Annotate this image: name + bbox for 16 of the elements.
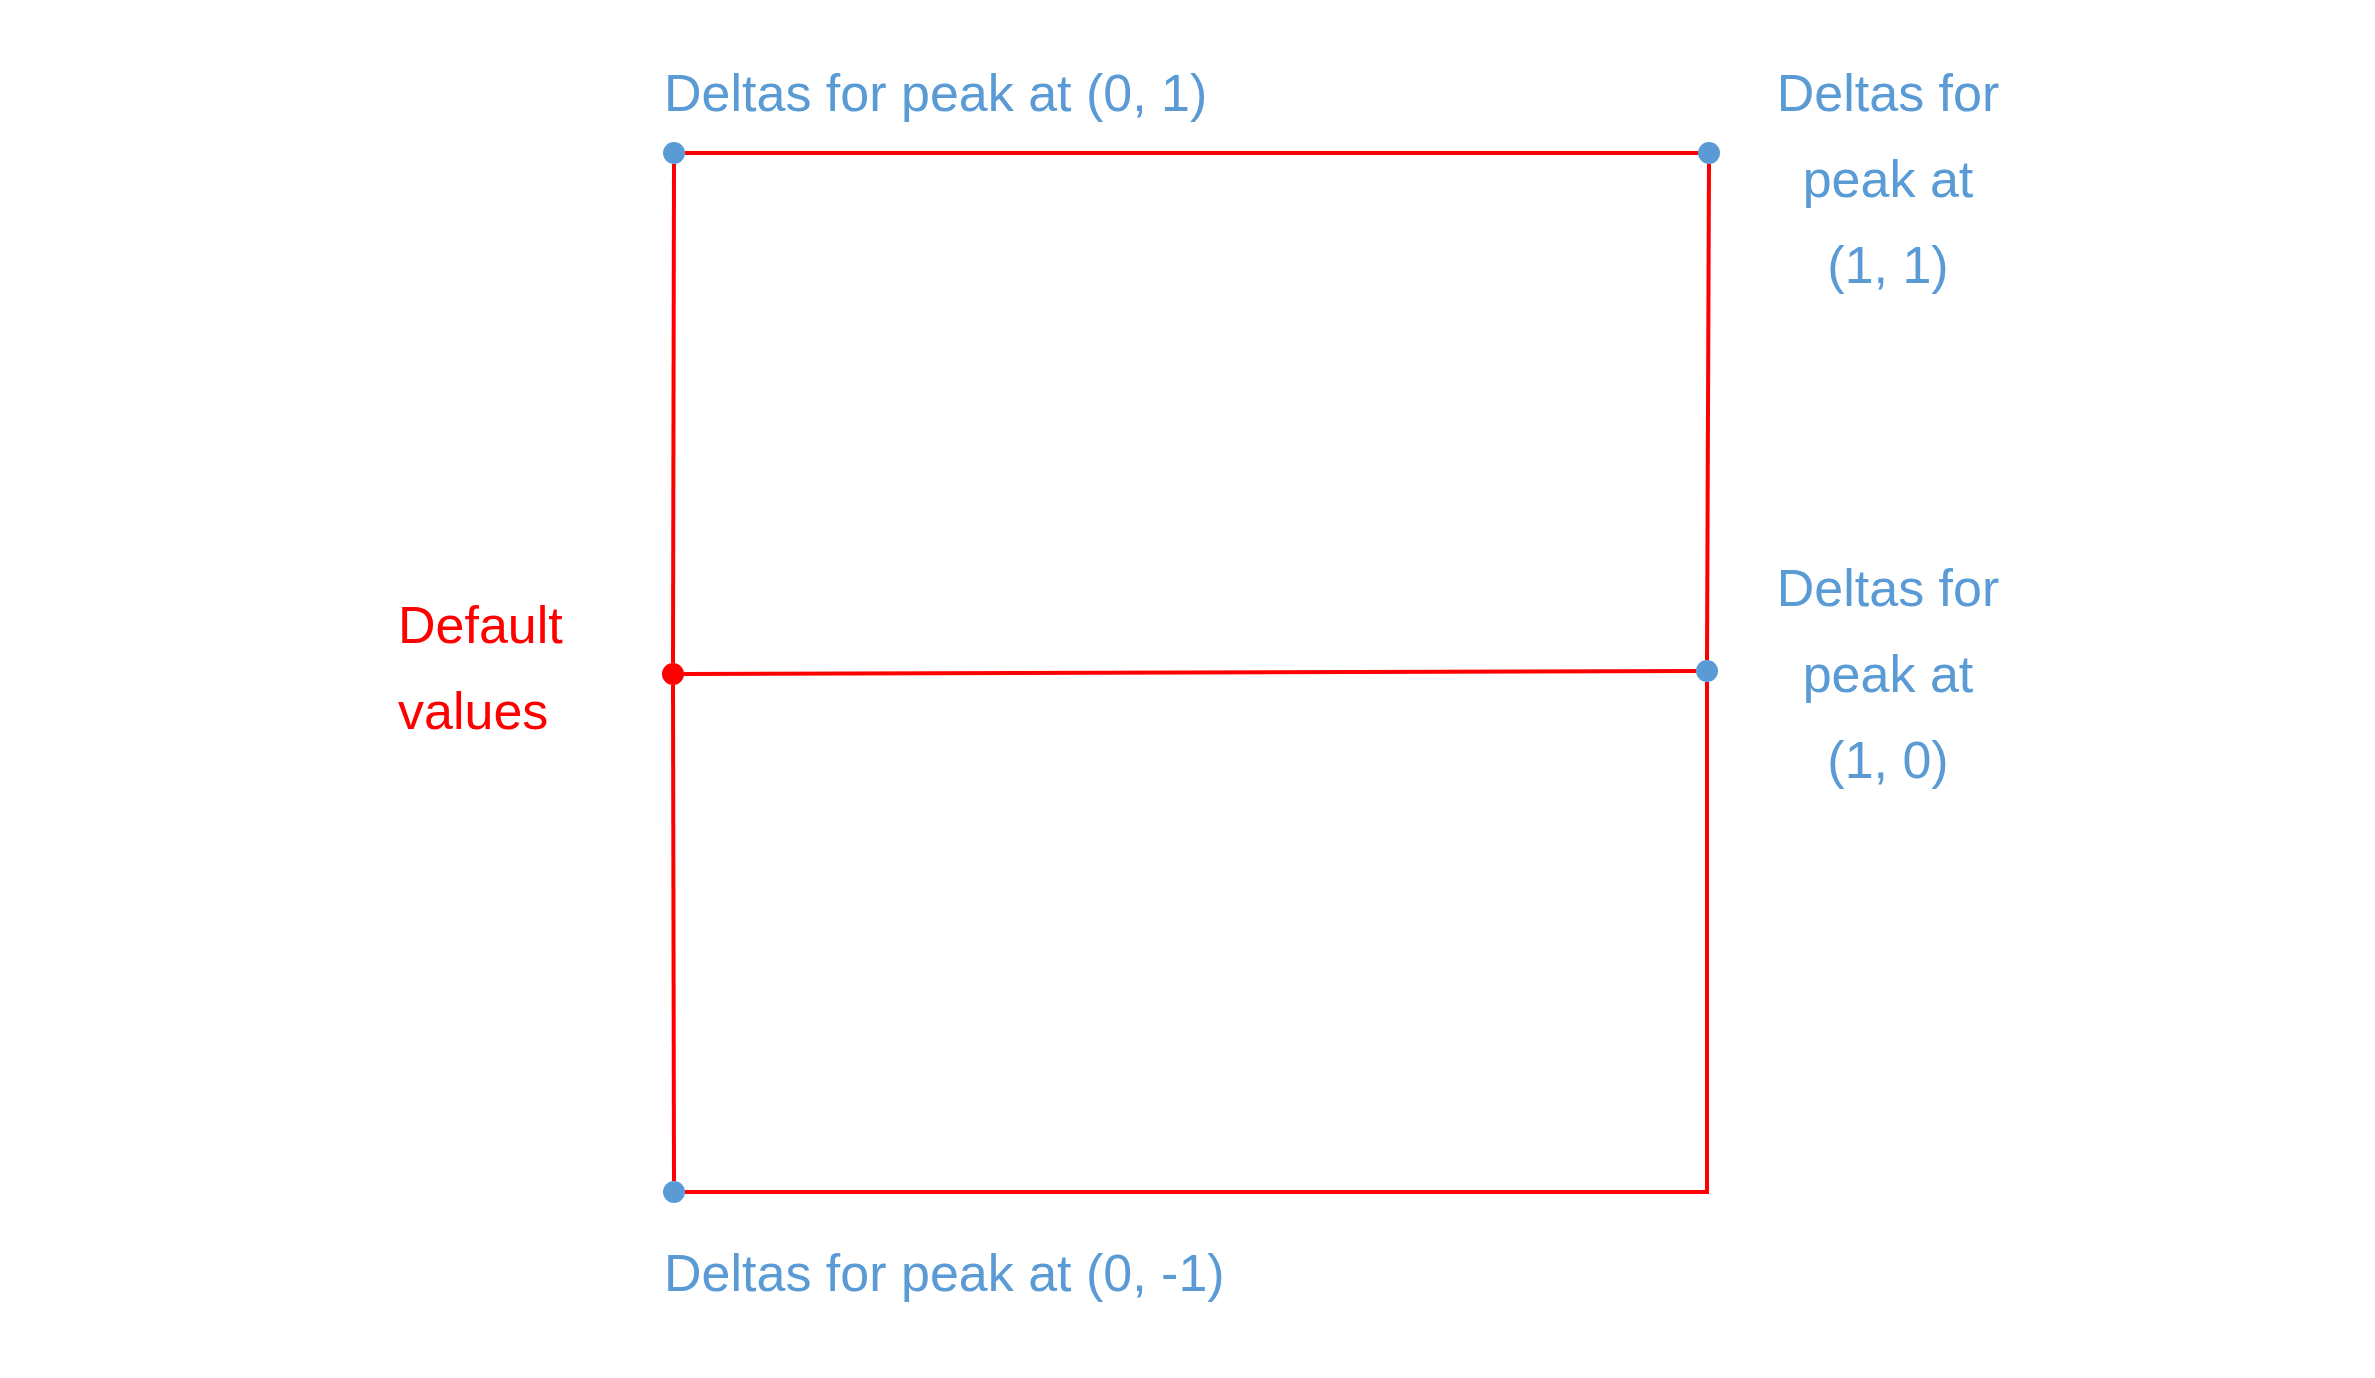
dot-marker [1698,142,1720,164]
dot-marker [663,1181,685,1203]
point-label: Default values [398,595,564,742]
dot-marker [1696,660,1718,682]
dot-marker [663,142,685,164]
point-label: Deltas for peak at (0, 1) [664,63,1209,124]
point-label: Deltas for peak at (0, -1) [664,1243,1226,1304]
connector-line [671,685,676,1181]
point-label: Deltas for peak at (1, 0) [1775,558,2001,791]
connector-line [671,164,676,663]
connector-line [1705,164,1711,660]
connector-line [684,669,1696,676]
dot-marker [662,663,684,685]
connector-line [685,151,1698,155]
point-label: Deltas for peak at (1, 1) [1775,63,2001,296]
connector-line [685,682,1709,1194]
